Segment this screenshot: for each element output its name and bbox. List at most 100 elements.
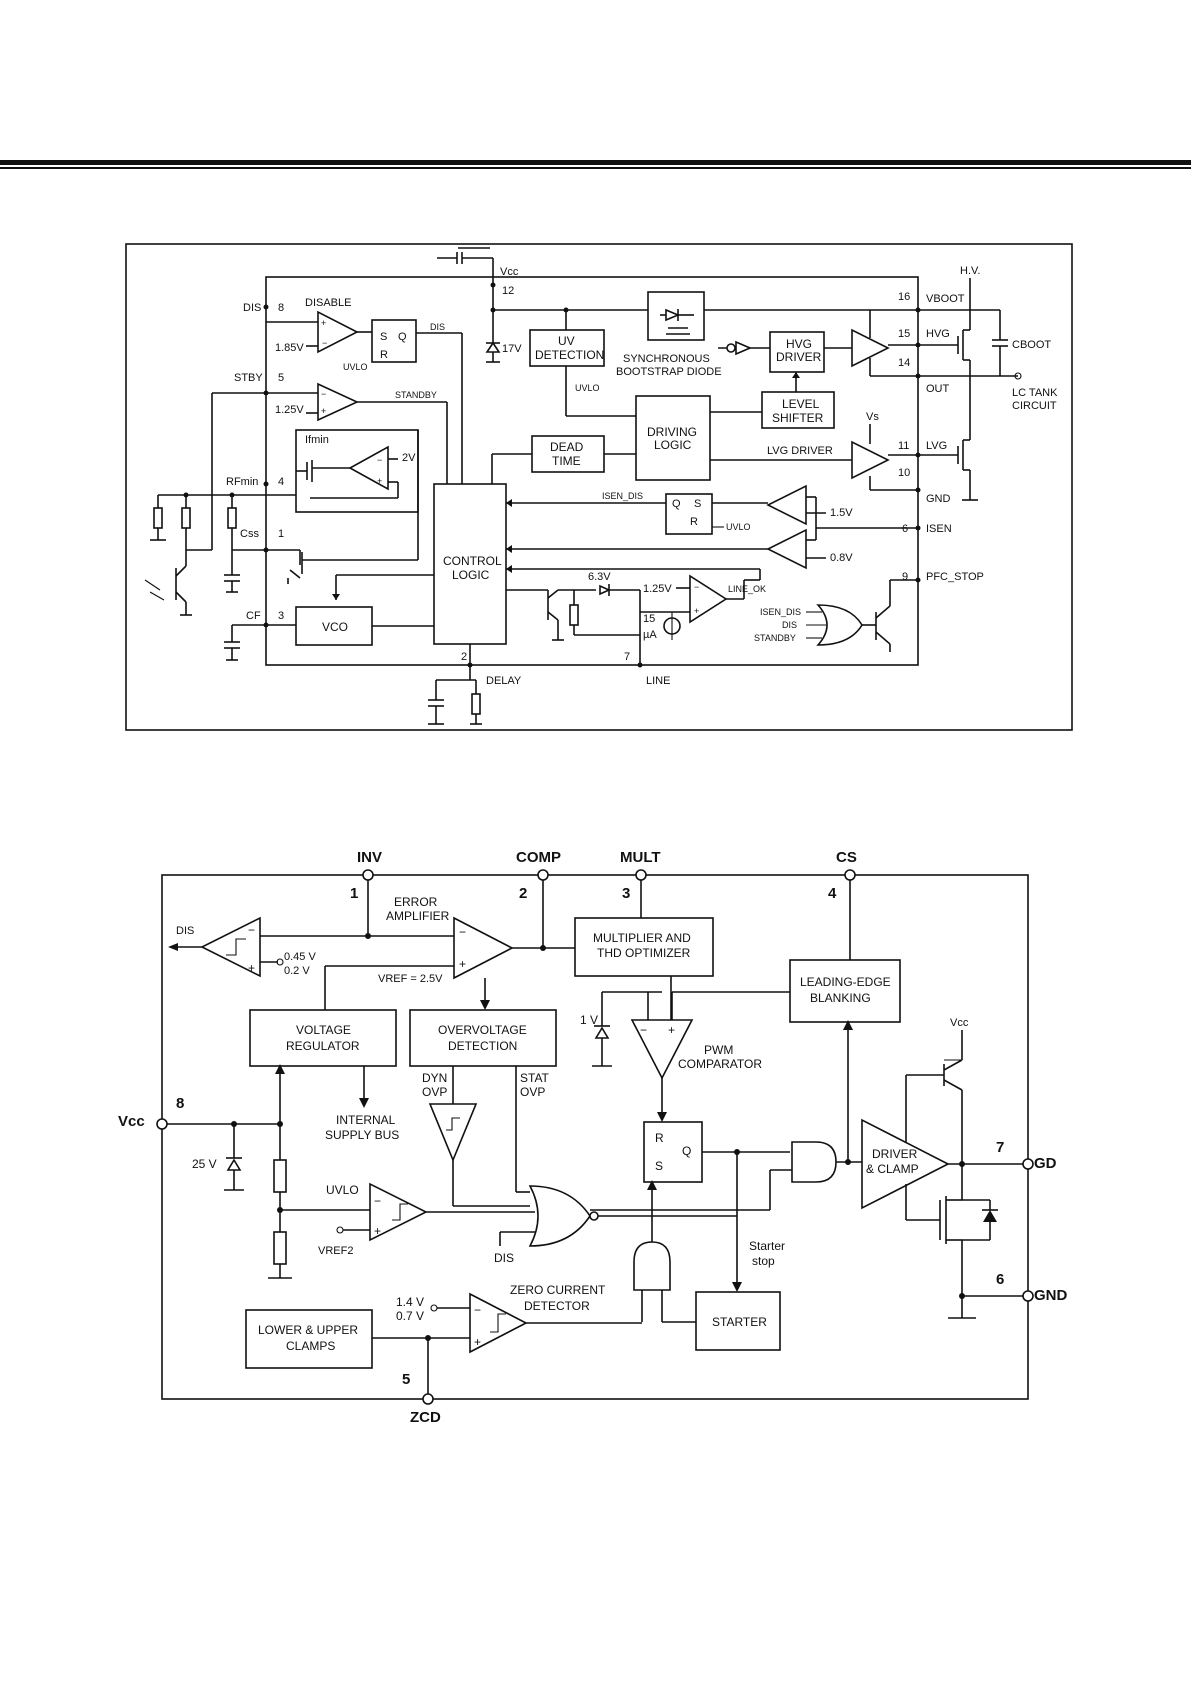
isen-latch-q: Q: [672, 498, 681, 510]
ua15-label-2: µA: [643, 629, 657, 641]
pwm-label-2: COMPARATOR: [678, 1057, 762, 1071]
dead-time-label-1: DEAD: [550, 440, 584, 454]
disable-label: DISABLE: [305, 297, 351, 309]
pin3-label: 3: [278, 610, 284, 622]
hvg-driver-label-2: DRIVER: [776, 350, 822, 364]
dis-input-label: DIS: [494, 1251, 514, 1265]
isen-08v-comparator: [766, 528, 807, 570]
dyn-ovp-comparator: [428, 1103, 478, 1163]
svg-text:+: +: [668, 1023, 675, 1037]
vref-label: VREF = 2.5V: [378, 973, 443, 985]
vco-label: VCO: [322, 620, 348, 634]
clamps-label-2: CLAMPS: [286, 1339, 335, 1353]
bottom-pin5-label: 5: [402, 1371, 410, 1388]
stat-ovp-label-2: OVP: [520, 1085, 545, 1099]
v63-label: 6.3V: [588, 571, 611, 583]
bottom-block-diagram: INV COMP MULT CS 1 2 3 4 ERROR AMPLIFIER…: [118, 849, 1068, 1426]
mult-pin-label: MULT: [620, 849, 661, 866]
bottom-pin6-label: 6: [996, 1271, 1004, 1288]
driver-npn-icon: [905, 1030, 963, 1164]
vcc-label: Vcc: [500, 266, 519, 278]
uvlo-comparator: [369, 1182, 428, 1242]
bottom-pin7-label: 7: [996, 1139, 1004, 1156]
error-amplifier: [453, 916, 514, 980]
v07-label: 0.7 V: [396, 1309, 424, 1323]
svg-text:+: +: [374, 1224, 381, 1238]
svg-text:+: +: [694, 606, 699, 616]
pin6-label: 6: [902, 523, 908, 535]
starter-and-gate: [633, 1241, 671, 1291]
leb-label-1: LEADING-EDGE: [800, 975, 891, 989]
control-logic-label-1: CONTROL: [443, 554, 502, 568]
level-shifter-label-2: SHIFTER: [772, 411, 824, 425]
dis-comparator: [200, 916, 261, 978]
bottom-ic-outline: [161, 874, 1029, 1400]
svg-text:−: −: [694, 582, 699, 592]
rfmin-pin-label: RFmin: [226, 476, 258, 488]
svg-text:−: −: [474, 1303, 481, 1317]
high-side-mosfet-icon: [918, 329, 971, 376]
zcd-pin-terminal: [422, 1393, 434, 1405]
v14-label: 1.4 V: [396, 1295, 424, 1309]
volt-reg-label-1: VOLTAGE: [296, 1023, 351, 1037]
clamps-label-1: LOWER & UPPER: [258, 1323, 358, 1337]
overvoltage-detection-box: [409, 1009, 557, 1067]
driver-clamp-label-2: & CLAMP: [866, 1162, 919, 1176]
top-block-diagram: Vcc 12 17V H.V. CBOOT LC TANK CIRCUIT: [125, 243, 1073, 731]
sr-q-label: Q: [398, 331, 407, 343]
voltage-regulator-box: [249, 1009, 397, 1067]
line-ok-label: LINE_OK: [728, 584, 766, 594]
disable-comparator: [317, 310, 359, 354]
rs-r-label: R: [655, 1131, 664, 1145]
pin1-label: 1: [278, 528, 284, 540]
zcd-label-2: DETECTOR: [524, 1299, 590, 1313]
pin16-label: 16: [898, 291, 910, 303]
zener-17v-label: 17V: [502, 343, 522, 355]
isen-label: ISEN: [926, 523, 952, 535]
css-transistor-icon: [287, 550, 418, 584]
sr-s-label: S: [380, 331, 387, 343]
lc-tank-label-2: CIRCUIT: [1012, 400, 1057, 412]
internal-bus-label-1: INTERNAL: [336, 1113, 396, 1127]
v125a-label: 1.25V: [275, 404, 304, 416]
starter-label: STARTER: [712, 1315, 767, 1329]
cboot-label: CBOOT: [1012, 339, 1051, 351]
svg-text:−: −: [374, 1194, 381, 1208]
low-side-mosfet-icon: [918, 376, 978, 501]
gnd-label: GND: [926, 493, 951, 505]
vcc-pin-label: Vcc: [118, 1113, 145, 1130]
main-or-gate: [528, 1185, 591, 1247]
pin15-label: 15: [898, 328, 910, 340]
isen-uvlo-label: UVLO: [726, 522, 751, 532]
level-shifter-label-1: LEVEL: [782, 397, 820, 411]
bottom-pin4-label: 4: [828, 885, 837, 902]
v045-label: 0.45 V: [284, 951, 316, 963]
v08-label: 0.8V: [830, 552, 853, 564]
pwm-label-1: PWM: [704, 1043, 733, 1057]
ovp-label-2: DETECTION: [448, 1039, 517, 1053]
level-shifter-box: [761, 391, 835, 429]
driver-clamp: [861, 1118, 950, 1210]
vco-box: [295, 606, 373, 646]
bootstrap-diode-icon: [660, 308, 694, 335]
svg-text:+: +: [248, 961, 255, 975]
gnd-pin-label: GND: [1034, 1287, 1068, 1304]
dead-time-label-2: TIME: [552, 454, 581, 468]
uv-detection-box: [529, 329, 605, 367]
pin12-label: 12: [502, 285, 514, 297]
uvlo2-label: UVLO: [575, 383, 600, 393]
svg-text:+: +: [474, 1335, 481, 1349]
header-rule-thick: [0, 160, 1191, 165]
pin11-label: 11: [898, 440, 909, 452]
optocoupler-transistor-icon: [144, 560, 192, 616]
v125b-label: 1.25V: [643, 583, 672, 595]
dis-pin-label: DIS: [243, 302, 261, 314]
control-logic-box: [433, 483, 507, 645]
pin7-label: 7: [624, 651, 630, 663]
dyn-ovp-label-1: DYN: [422, 1071, 447, 1085]
lower-upper-clamps-box: [245, 1309, 373, 1369]
sr-uvlo-label: UVLO: [343, 362, 368, 372]
inv-pin-terminal: [362, 869, 374, 881]
zcd-label-1: ZERO CURRENT: [510, 1283, 606, 1297]
